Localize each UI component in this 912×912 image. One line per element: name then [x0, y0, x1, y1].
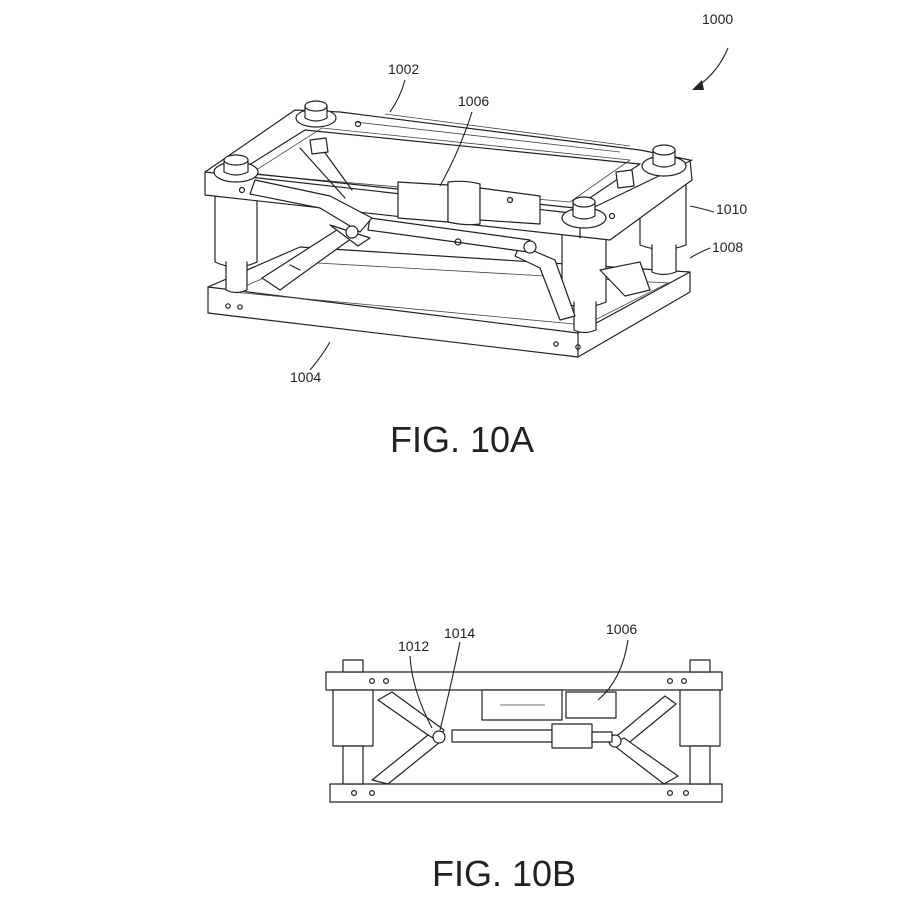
fig-10b-labels: 1012 1014 1006 FIG. 10B: [398, 621, 637, 894]
pivot-1014: [433, 731, 445, 743]
ref-1006-a: 1006: [458, 93, 489, 109]
link-arm-lower-left: [372, 735, 440, 784]
ref-1010: 1010: [716, 201, 747, 217]
link-arm-lower-right: [612, 738, 678, 784]
leader-1008: [690, 248, 710, 258]
assembly-arrow: [698, 48, 728, 86]
fig-10a-drawing: [205, 101, 692, 357]
ref-1006-b: 1006: [606, 621, 637, 637]
ref-1008: 1008: [712, 239, 743, 255]
fig-10b-drawing: [326, 660, 722, 802]
ref-1014: 1014: [444, 625, 475, 641]
leader-1004: [310, 342, 330, 370]
ref-1004: 1004: [290, 369, 321, 385]
leader-1002: [390, 80, 405, 112]
leader-1010: [690, 206, 714, 212]
ref-1000: 1000: [702, 11, 733, 27]
fig-10b-caption: FIG. 10B: [432, 853, 576, 894]
arrow-head-icon: [692, 80, 704, 90]
actuator-rod: [452, 730, 552, 742]
ref-1002: 1002: [388, 61, 419, 77]
actuator-motor: [566, 692, 616, 718]
fig-10a-caption: FIG. 10A: [390, 419, 534, 460]
ref-1012: 1012: [398, 638, 429, 654]
bottom-frame-plate: [208, 247, 690, 357]
leader-1006-b: [598, 640, 628, 700]
